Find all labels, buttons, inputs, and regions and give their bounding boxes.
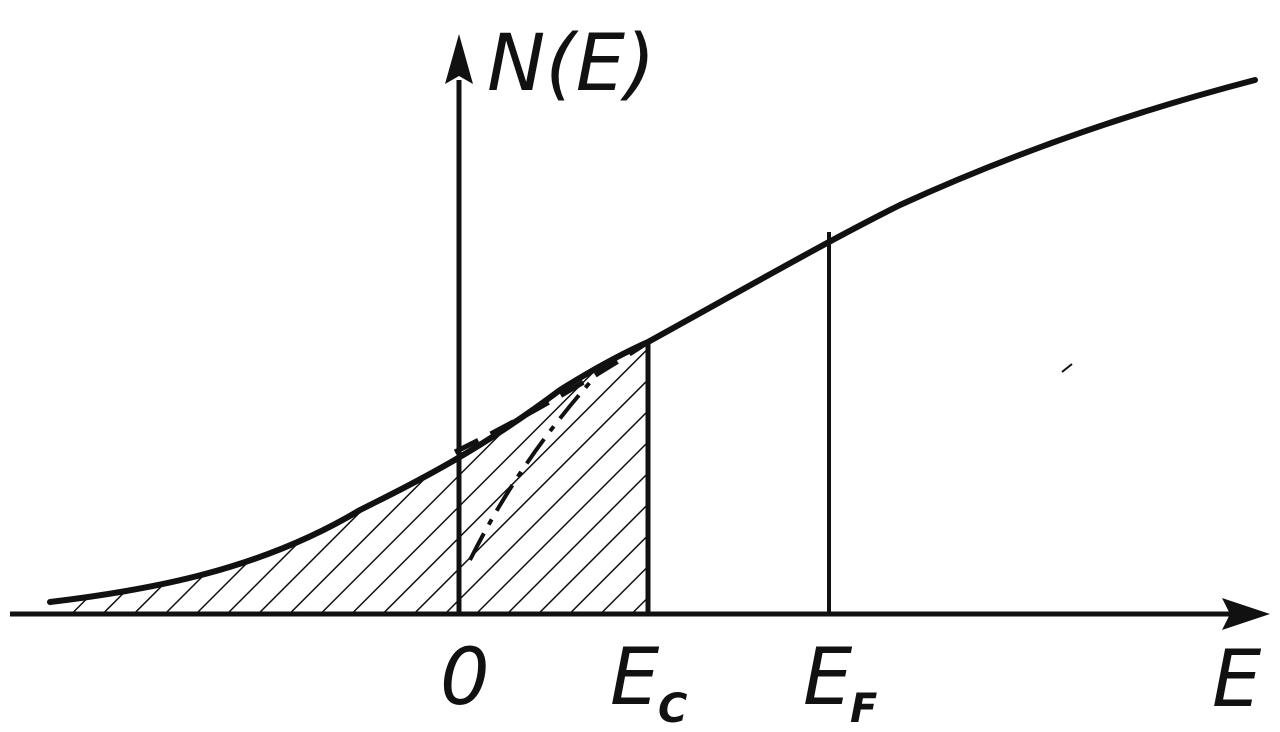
y-axis-arrowhead bbox=[445, 34, 473, 84]
ef-label-subscript: F bbox=[850, 686, 877, 732]
x-axis-arrowhead bbox=[1222, 598, 1270, 630]
dash-dot-inner-curve bbox=[468, 358, 612, 561]
y-axis-label: N(E) bbox=[487, 19, 656, 109]
origin-label: 0 bbox=[440, 633, 490, 723]
hatched-tail-region bbox=[50, 342, 648, 614]
ec-label-subscript: C bbox=[658, 686, 687, 732]
stray-mark bbox=[1061, 363, 1073, 373]
ef-label-main: E bbox=[803, 633, 853, 723]
ec-label-main: E bbox=[610, 633, 660, 723]
x-axis-label: E bbox=[1212, 635, 1262, 725]
density-of-states-curve bbox=[47, 77, 1258, 605]
